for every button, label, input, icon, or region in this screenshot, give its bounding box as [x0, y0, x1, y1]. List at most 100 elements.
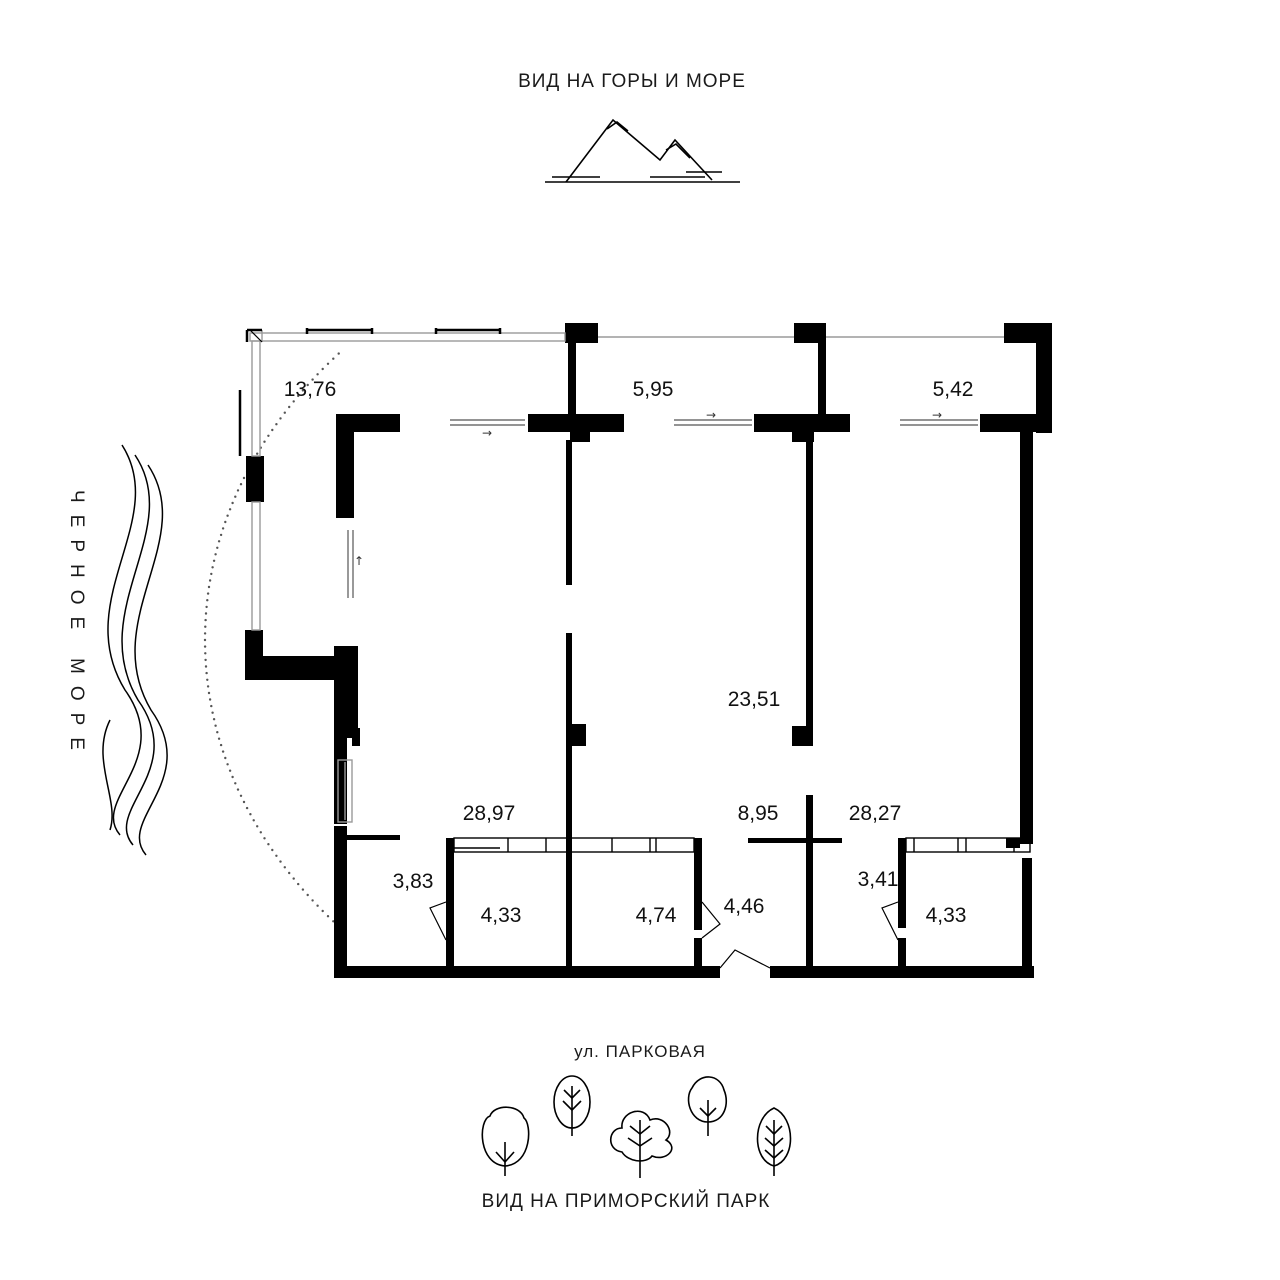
- coast-dot: [231, 775, 234, 779]
- coast-dot: [226, 514, 229, 517]
- area-hall: 8,95: [738, 802, 779, 825]
- svg-text:↑: ↑: [354, 554, 364, 568]
- mountains-icon: [545, 118, 740, 183]
- coast-dot: [207, 585, 211, 589]
- coast-dot: [306, 893, 309, 897]
- sea-label-line2: МОРЕ: [66, 658, 87, 762]
- coast-dot: [297, 394, 300, 398]
- coast-dot: [252, 819, 255, 822]
- area-terrace-right: 5,42: [933, 378, 974, 401]
- coast-dot: [275, 423, 278, 426]
- coast-dot: [203, 632, 207, 635]
- area-bath-right: 4,33: [926, 904, 967, 927]
- area-terrace-left: 13,76: [284, 378, 337, 401]
- walls: [245, 323, 1052, 978]
- coast-dot: [211, 711, 214, 714]
- coast-dot: [283, 866, 286, 869]
- coast-dot: [297, 882, 300, 886]
- coast-dot: [292, 400, 295, 403]
- coast-dot: [208, 698, 212, 701]
- coast-dot: [337, 352, 340, 355]
- tree-icon-3: [609, 1110, 673, 1178]
- coast-dot: [256, 452, 259, 455]
- coast-dot: [316, 904, 319, 907]
- coast-dot: [234, 782, 237, 785]
- coast-dot: [239, 483, 243, 486]
- coast-dot: [236, 788, 240, 791]
- coast-dot: [206, 592, 210, 595]
- coast-dot: [203, 645, 207, 648]
- street-caption: ул. ПАРКОВАЯ: [574, 1042, 706, 1061]
- coast-dot: [236, 489, 240, 492]
- waves-icon: [102, 444, 168, 856]
- coast-dot: [204, 658, 207, 662]
- coast-dot: [203, 638, 207, 642]
- area-living-right: 23,51: [728, 688, 781, 711]
- coast-dot: [204, 612, 208, 615]
- coast-dot: [228, 769, 232, 772]
- coast-dot: [263, 837, 266, 840]
- coast-dot: [311, 899, 314, 902]
- area-terrace-mid: 5,95: [633, 378, 674, 401]
- coast-dot: [205, 671, 208, 675]
- coast-dot: [332, 920, 335, 923]
- coast-dot: [219, 743, 223, 747]
- coast-dot: [224, 756, 227, 760]
- coast-dot: [217, 540, 221, 543]
- coast-dot: [292, 877, 295, 880]
- svg-text:→: →: [932, 408, 942, 422]
- coast-dot: [221, 527, 225, 530]
- area-corridor-right: 3,41: [858, 868, 899, 891]
- coast-dot: [259, 831, 262, 834]
- coast-dot: [263, 440, 266, 443]
- coast-dot: [288, 405, 291, 409]
- glazing: → → → ↑: [238, 328, 1031, 969]
- coast-dot: [226, 763, 229, 766]
- coast-dot: [210, 704, 213, 708]
- coast-dot: [216, 546, 219, 549]
- coast-dot: [321, 909, 324, 913]
- area-bath-left: 4,33: [481, 904, 522, 927]
- coast-dot: [204, 625, 207, 628]
- sea-label: ЧЕРНОЕ МОРЕ: [66, 490, 87, 762]
- coast-dot: [221, 750, 225, 753]
- coast-dot: [219, 533, 223, 537]
- trees-icon: [481, 1075, 792, 1178]
- area-main-left: 28,97: [463, 802, 516, 825]
- coast-dot: [234, 495, 237, 498]
- coast-dot: [326, 362, 330, 365]
- coast-dot: [207, 691, 211, 695]
- coast-dot: [275, 854, 278, 857]
- tree-icon-4: [687, 1076, 728, 1136]
- coast-dot: [206, 678, 209, 681]
- coast-dot: [316, 373, 319, 376]
- top-view-caption: ВИД НА ГОРЫ И МОРЕ: [518, 71, 746, 92]
- coast-dot: [267, 843, 270, 846]
- coast-dot: [212, 559, 216, 562]
- coast-dot: [210, 572, 213, 576]
- coast-dot: [212, 718, 216, 721]
- coast-dot: [288, 871, 291, 875]
- coast-dot: [271, 848, 274, 852]
- coast-dot: [332, 357, 335, 360]
- coast-dot: [279, 417, 282, 420]
- bottom-view-caption: ВИД НА ПРИМОРСКИЙ ПАРК: [482, 1190, 771, 1212]
- coast-dot: [206, 685, 210, 688]
- coast-dot: [206, 599, 209, 602]
- coast-dot: [204, 618, 207, 622]
- coast-dot: [245, 806, 249, 810]
- tree-icon-2: [553, 1075, 591, 1136]
- svg-text:→: →: [706, 408, 716, 422]
- area-main-right: 28,27: [849, 802, 902, 825]
- coast-dot: [242, 476, 246, 480]
- coast-dot: [301, 888, 305, 891]
- coast-dot: [228, 508, 232, 511]
- coast-dot: [271, 428, 274, 432]
- coast-dot: [242, 800, 246, 804]
- area-entry: 4,46: [724, 895, 765, 918]
- coast-dot: [249, 813, 252, 816]
- area-corridor-left: 3,83: [393, 870, 434, 893]
- coast-dot: [216, 731, 219, 734]
- coast-dots: [203, 352, 340, 928]
- coast-dot: [214, 553, 217, 556]
